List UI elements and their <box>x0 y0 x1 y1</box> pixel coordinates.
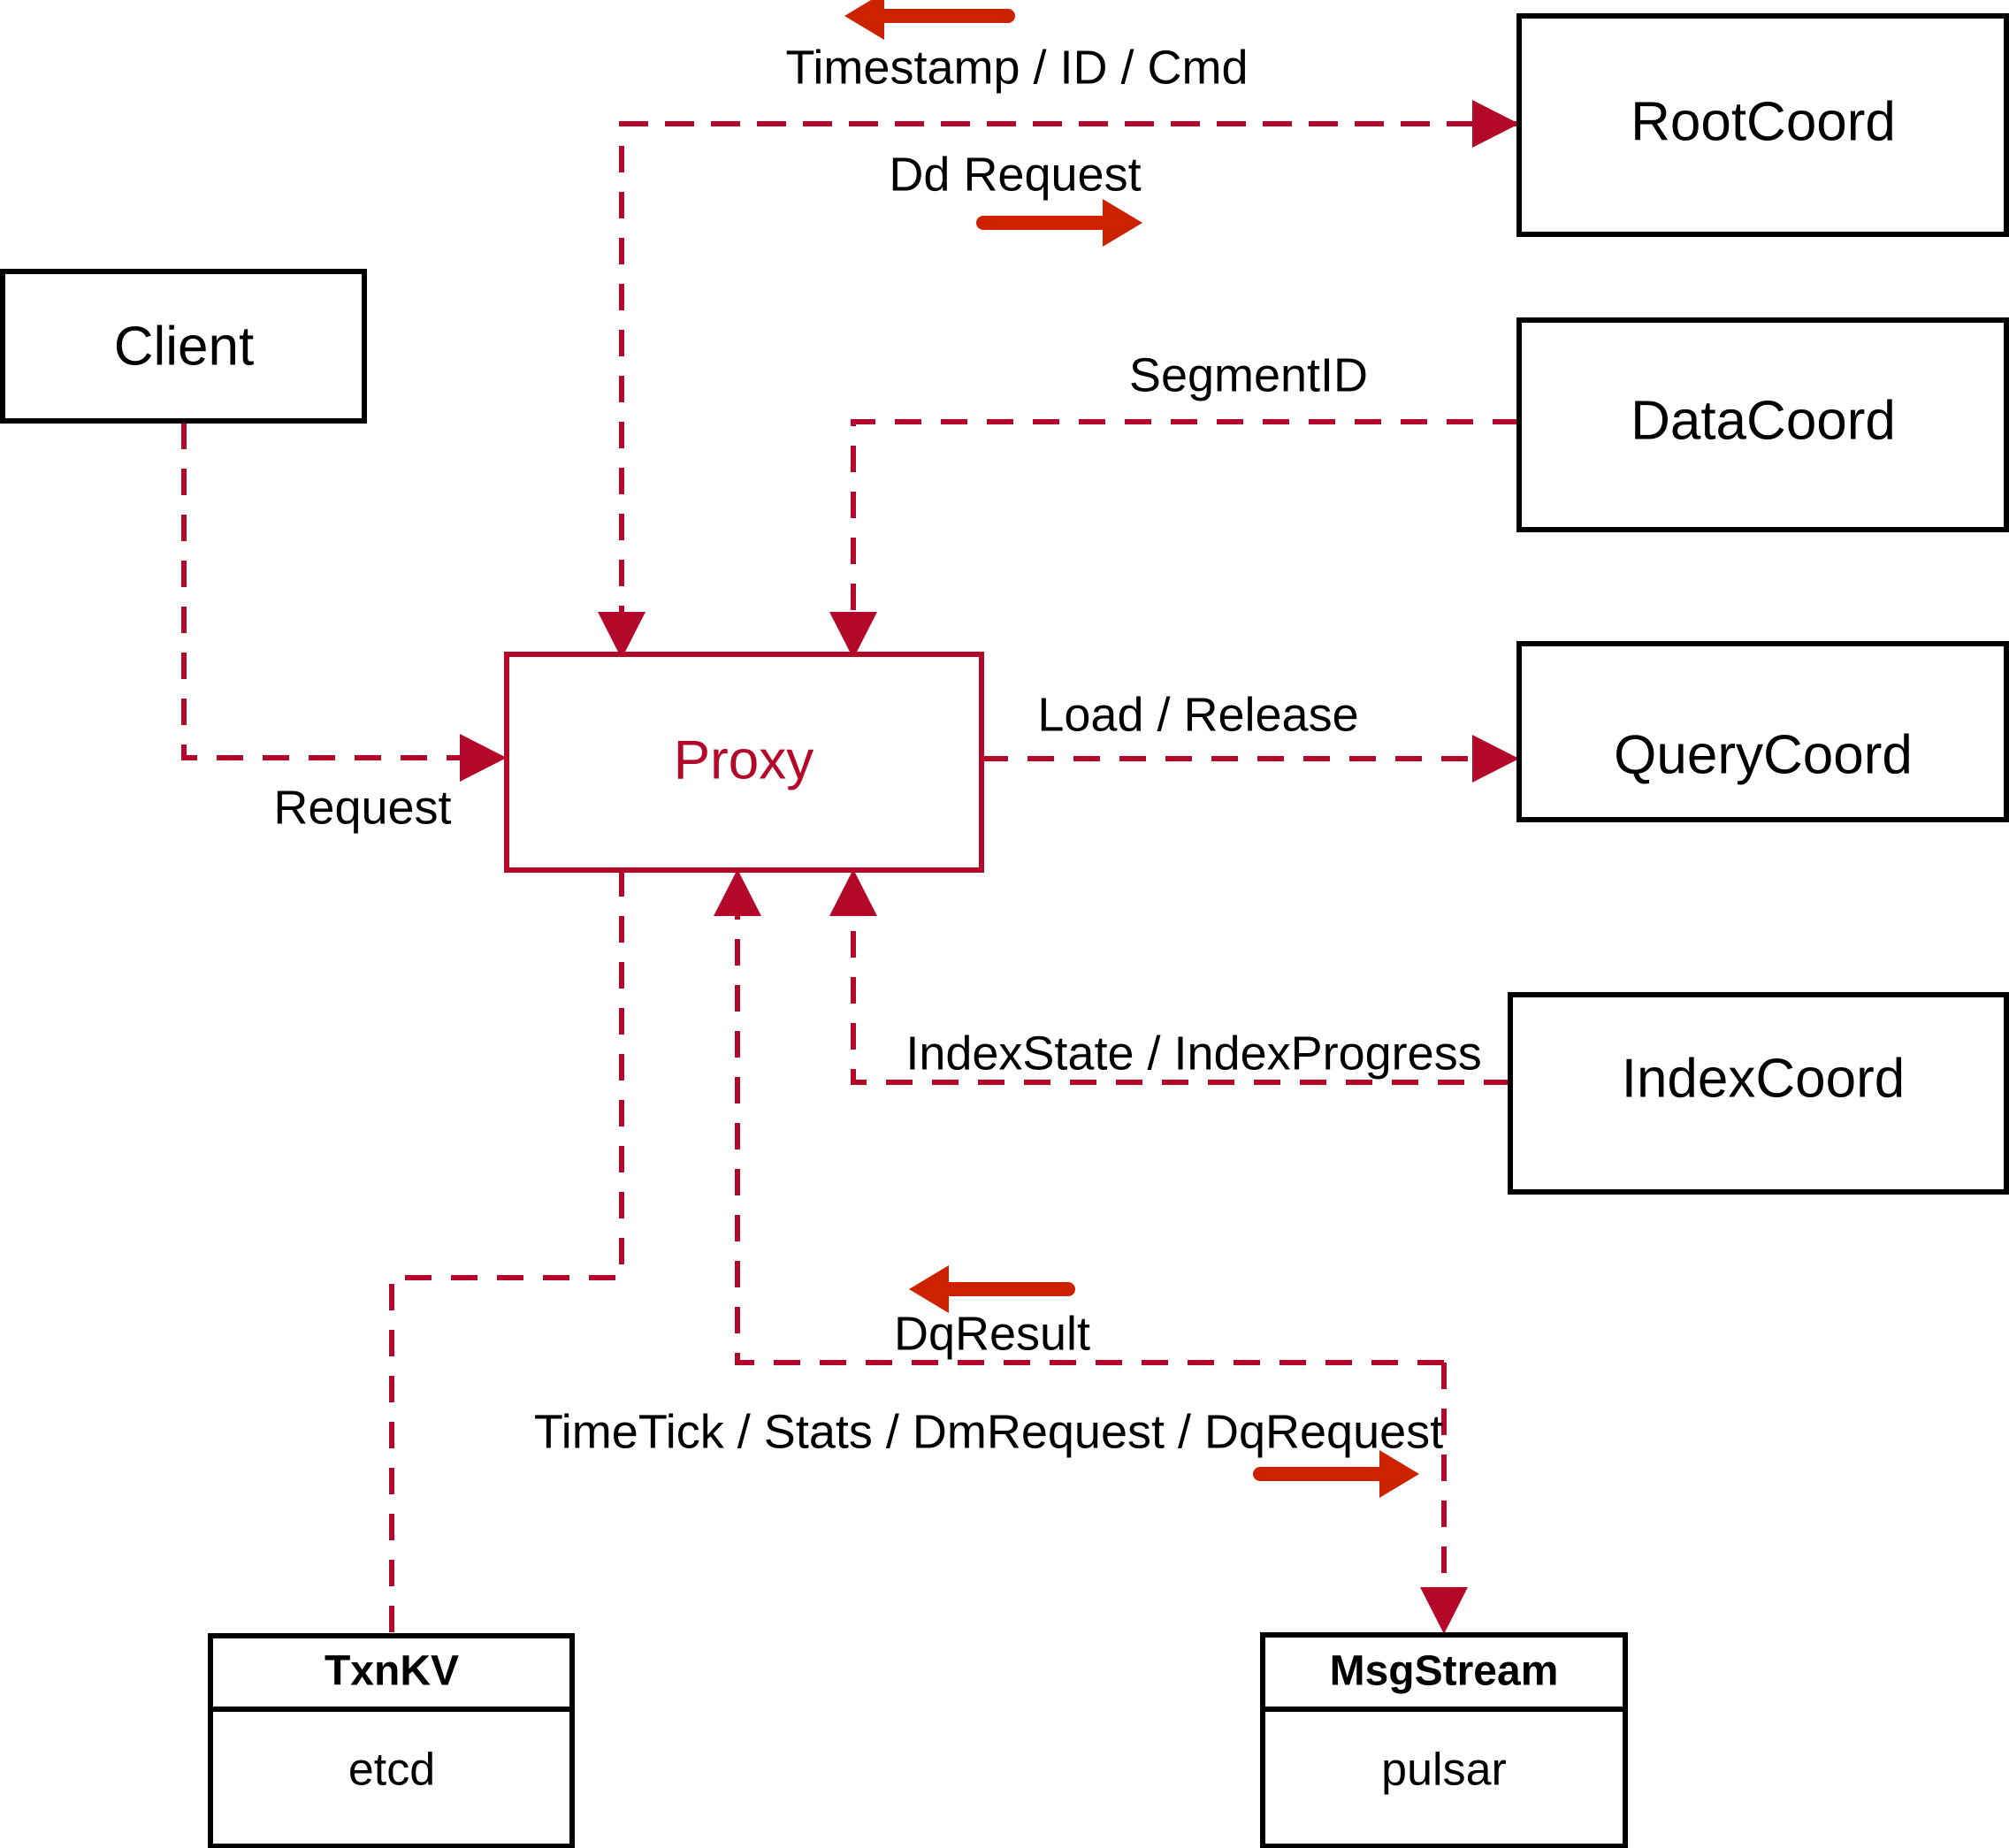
edge-timetick-stats-arrowhead <box>1420 1587 1468 1634</box>
edge-label-load-release: Load / Release <box>1037 688 1358 741</box>
edge-proxy-txnkv <box>389 870 624 1636</box>
edge-proxy-txnkv-line <box>389 870 624 1636</box>
edge-label-timestamp-id-cmd: Timestamp / ID / Cmd <box>785 41 1248 94</box>
edge-segment-id <box>829 419 1519 659</box>
edge-dq-result-line <box>735 893 1444 1365</box>
edge-dd-request <box>622 100 1519 148</box>
edge-index-state-progress-line <box>851 893 1510 1085</box>
edge-load-release-arrowhead <box>1472 735 1519 783</box>
node-proxy[interactable]: Proxy <box>504 652 984 873</box>
node-data-coord[interactable]: DataCoord <box>1516 317 2009 532</box>
node-proxy-label: Proxy <box>674 729 814 790</box>
edge-label-dd-request: Dd Request <box>889 148 1141 201</box>
node-msgstream-impl: pulsar <box>1381 1745 1507 1796</box>
node-query-coord[interactable]: QueryCoord <box>1516 641 2009 822</box>
edge-segment-id-arrowhead <box>829 612 877 659</box>
direction-arrow-dd-request <box>976 199 1142 247</box>
edge-timetick-stats <box>1420 1363 1468 1634</box>
direction-arrow-timetick-stats <box>1253 1450 1419 1498</box>
edge-dd-request-arrowhead <box>1472 100 1519 148</box>
node-data-coord-label: DataCoord <box>1631 390 1896 451</box>
edge-request-arrowhead <box>460 734 507 782</box>
node-client[interactable]: Client <box>0 269 367 424</box>
node-query-coord-label: QueryCoord <box>1614 724 1913 785</box>
edge-timestamp-id-cmd <box>598 121 1519 659</box>
direction-arrow-dq-result <box>909 1265 1075 1313</box>
edge-request-line <box>181 423 482 760</box>
edge-dq-result <box>714 869 1444 1365</box>
edge-label-request: Request <box>273 781 451 834</box>
node-index-coord[interactable]: IndexCoord <box>1508 992 2009 1195</box>
edge-index-state-progress <box>829 869 1510 1085</box>
node-txnkv[interactable]: TxnKV etcd <box>208 1633 575 1848</box>
edge-label-timetick-stats: TimeTick / Stats / DmRequest / DqRequest <box>534 1405 1443 1458</box>
node-txnkv-impl: etcd <box>348 1745 435 1796</box>
node-root-coord-label: RootCoord <box>1631 91 1896 152</box>
edge-timestamp-id-cmd-arrowhead <box>598 612 645 659</box>
edge-label-index-state-progress: IndexState / IndexProgress <box>905 1027 1481 1080</box>
node-index-coord-label: IndexCoord <box>1622 1048 1906 1109</box>
edge-dq-result-arrowhead <box>714 869 761 916</box>
edge-label-dq-result: DqResult <box>894 1307 1090 1360</box>
edge-segment-id-line <box>851 419 1519 635</box>
edge-load-release <box>982 735 1519 783</box>
edge-label-segment-id: SegmentID <box>1129 348 1368 401</box>
node-root-coord[interactable]: RootCoord <box>1516 13 2009 237</box>
edge-index-state-progress-arrowhead <box>829 869 877 916</box>
node-txnkv-title: TxnKV <box>325 1648 459 1695</box>
node-msgstream-title: MsgStream <box>1330 1648 1559 1695</box>
edge-request <box>181 423 507 782</box>
direction-arrow-timestamp-id-cmd <box>844 0 1015 40</box>
node-msgstream[interactable]: MsgStream pulsar <box>1260 1632 1628 1848</box>
node-client-label: Client <box>114 316 255 377</box>
